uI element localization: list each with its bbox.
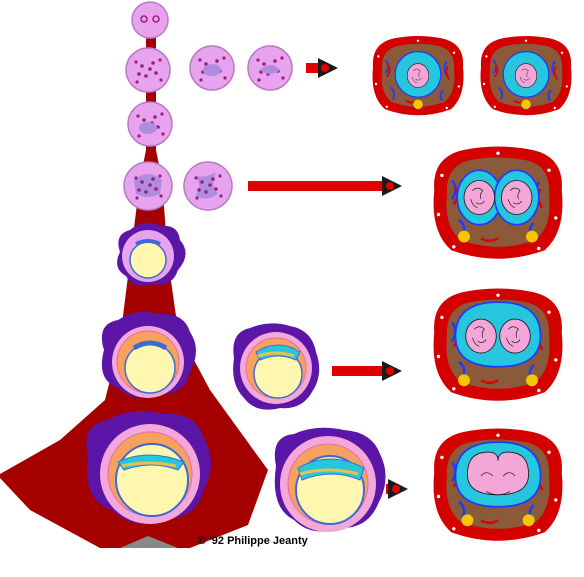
- arrow-monochorionic-monoamniotic: [332, 361, 402, 381]
- morula-b: [248, 46, 292, 90]
- bilaminar-disc-left: [102, 312, 196, 398]
- copyright-credit: © '92 Philippe Jeanty: [198, 535, 308, 547]
- outcome-monochorionic-diamniotic: [434, 147, 563, 259]
- two-cell-stage-b: [190, 46, 234, 90]
- two-cell-stage: [126, 48, 170, 92]
- zygote-cell: [132, 2, 168, 38]
- outcome-monochorionic-monoamniotic: [434, 289, 563, 401]
- bilaminar-large-right: [275, 428, 386, 532]
- bilaminar-disc-right: [233, 323, 319, 409]
- outcome-dichorionic-right: [481, 36, 572, 115]
- arrow-monochorionic-diamniotic: [248, 176, 402, 196]
- arrow-dichorionic: [306, 58, 338, 78]
- outcome-dichorionic-left: [373, 36, 464, 115]
- blastocyst-stage: [117, 223, 185, 286]
- early-blastocyst-a: [124, 162, 172, 210]
- early-blastocyst-b: [184, 162, 232, 210]
- arrow-conjoined: [386, 479, 408, 499]
- outcome-conjoined: [434, 429, 563, 541]
- morula-cell: [128, 102, 172, 146]
